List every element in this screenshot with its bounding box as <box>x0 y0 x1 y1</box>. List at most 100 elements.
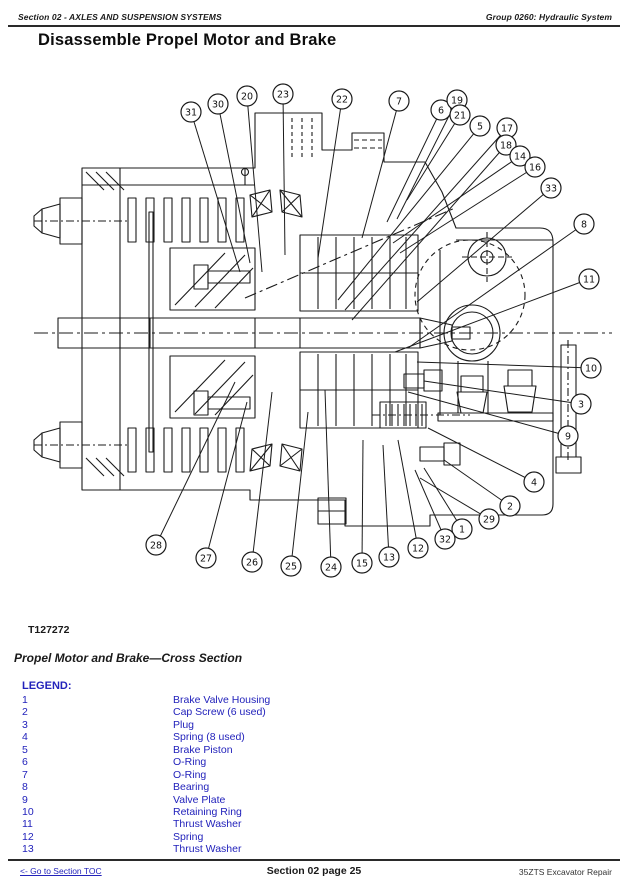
legend-item-desc: Thrust Washer <box>173 818 242 831</box>
callout-circle-25 <box>280 555 302 577</box>
callout-circle-3 <box>570 393 592 415</box>
callout-leader-15 <box>361 439 364 564</box>
legend-item-number: 10 <box>22 805 34 818</box>
callout-leader-1 <box>423 467 463 530</box>
callout-circle-8 <box>573 213 595 235</box>
legend-item-desc: Cap Screw (6 used) <box>173 706 266 719</box>
callout-circle-30 <box>207 93 229 115</box>
callout-circle-4 <box>523 471 545 493</box>
legend-item-number: 4 <box>22 731 28 744</box>
page-title: Disassemble Propel Motor and Brake <box>38 31 337 49</box>
callout-number-16: 16 <box>529 162 541 173</box>
callout-number-13: 13 <box>383 552 395 563</box>
legend-item-desc: Retaining Ring <box>173 805 242 818</box>
callout-leader-2 <box>443 459 511 507</box>
callout-number-21: 21 <box>454 110 466 121</box>
callout-number-8: 8 <box>581 219 587 230</box>
callout-circle-1 <box>451 518 473 540</box>
legend-item-desc: Brake Piston <box>173 743 233 756</box>
legend-heading: LEGEND: <box>22 680 72 692</box>
legend-item-desc: Valve Plate <box>173 793 226 806</box>
cross-section-drawing <box>33 112 612 527</box>
callout-number-30: 30 <box>212 99 224 110</box>
callout-number-29: 29 <box>483 514 495 525</box>
callout-leader-7 <box>361 100 400 239</box>
callout-number-3: 3 <box>578 399 584 410</box>
callout-circle-24 <box>320 556 342 578</box>
callout-leader-16 <box>399 166 536 254</box>
callout-circle-7 <box>388 90 410 112</box>
legend-item-desc: O-Ring <box>173 756 207 769</box>
toc-link[interactable]: <- Go to Section TOC <box>20 866 102 876</box>
hub-block-top <box>169 247 256 311</box>
callout-number-1: 1 <box>459 524 465 535</box>
callout-leader-5 <box>337 125 481 301</box>
callout-number-15: 15 <box>356 558 368 569</box>
callout-leader-23 <box>282 93 286 256</box>
header-rule <box>8 25 620 27</box>
figure-id: T127272 <box>28 624 70 636</box>
callout-number-31: 31 <box>185 107 197 118</box>
callout-leader-29 <box>419 477 490 520</box>
callout-number-11: 11 <box>583 274 595 285</box>
callout-number-33: 33 <box>545 183 557 194</box>
callout-circle-14 <box>509 145 531 167</box>
callout-leader-12 <box>397 439 419 549</box>
cylinder-block-top <box>299 234 419 312</box>
callout-circle-11 <box>578 268 600 290</box>
manual-name: 35ZTS Excavator Repair <box>518 867 612 877</box>
callout-circle-9 <box>557 425 579 447</box>
callout-leader-10 <box>416 361 592 369</box>
callout-leader-9 <box>407 391 569 437</box>
callout-number-9: 9 <box>565 431 571 442</box>
callout-leader-27 <box>205 401 248 559</box>
callout-leader-13 <box>382 444 390 558</box>
callout-number-5: 5 <box>477 121 483 132</box>
legend-row: 2 Cap Screw (6 used) <box>22 706 442 718</box>
legend-item-number: 3 <box>22 718 28 731</box>
motor-housing-outline <box>81 112 554 527</box>
legend-item-number: 12 <box>22 830 34 843</box>
legend-item-desc: Thrust Washer <box>173 843 242 856</box>
callout-number-26: 26 <box>246 557 258 568</box>
legend-row: 9 Valve Plate <box>22 794 442 806</box>
callout-circle-33 <box>540 177 562 199</box>
callout-leader-31 <box>190 111 241 273</box>
header-group-label: Group 0260: Hydraulic System <box>485 12 612 22</box>
legend-item-number: 2 <box>22 706 28 719</box>
callout-leader-32 <box>414 469 446 540</box>
callout-leader-17 <box>344 127 508 311</box>
callout-leader-18 <box>351 144 507 321</box>
callout-circle-13 <box>378 546 400 568</box>
legend-item-number: 11 <box>22 818 33 831</box>
callout-circle-22 <box>331 88 353 110</box>
figure-caption: Propel Motor and Brake—Cross Section <box>14 651 243 665</box>
callout-number-23: 23 <box>277 89 289 100</box>
callout-leader-4 <box>427 427 535 483</box>
callout-number-14: 14 <box>514 151 526 162</box>
brake-disc-stack-bottom <box>127 427 245 473</box>
legend-item-number: 8 <box>22 781 28 794</box>
callout-circle-23 <box>272 83 294 105</box>
callout-circle-12 <box>407 537 429 559</box>
brake-disc-stack-top <box>127 197 245 243</box>
legend-item-desc: Spring <box>173 830 204 843</box>
callout-leader-11 <box>394 278 590 353</box>
legend-item-number: 9 <box>22 793 28 806</box>
callout-number-12: 12 <box>412 543 424 554</box>
left-bolt-bottom <box>33 421 128 469</box>
callout-circle-26 <box>241 551 263 573</box>
callout-leader-20 <box>246 95 263 273</box>
callout-number-25: 25 <box>285 561 297 572</box>
cylinder-block-bottom <box>299 351 419 429</box>
callout-leader-28 <box>155 381 236 546</box>
callout-circle-21 <box>449 104 471 126</box>
